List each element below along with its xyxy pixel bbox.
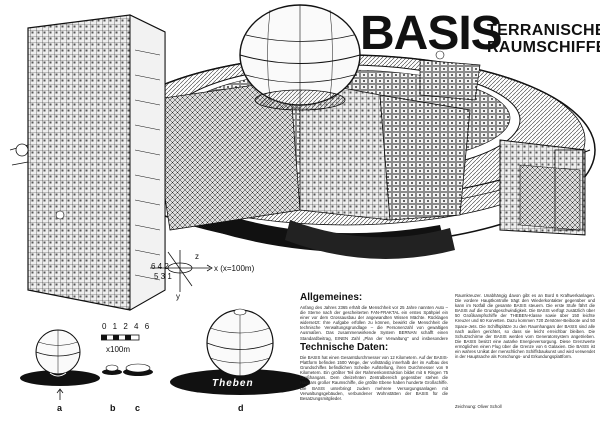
ship-name-label: Theben: [212, 378, 254, 389]
poster-title: BASIS: [360, 7, 503, 60]
tech-heading: Technische Daten:: [300, 342, 389, 353]
comparison-label-a: a: [57, 403, 63, 413]
upper-right-module: [419, 50, 481, 101]
scale-unit: x100m: [106, 345, 131, 354]
axis-y-label: y: [176, 292, 180, 301]
right-dock: [499, 139, 586, 236]
top-sphere: [239, 4, 361, 111]
comparison-ships: [20, 308, 310, 400]
scale-bar: [101, 334, 140, 341]
comparison-label-c: c: [135, 403, 141, 413]
axis-tick-bottom: 5 3 1: [154, 272, 172, 281]
axis-tick-top: 6 4 2: [151, 262, 169, 271]
poster-subtitle: TERRANISCHE RAUMSCHIFFE: [487, 22, 600, 56]
comparison-label-d: d: [238, 403, 244, 413]
left-tower: [9, 14, 166, 311]
tech-text: Die BASIS hat einen Gesamtdurchmesser vo…: [300, 355, 448, 401]
right-text: Raumkreuzer. Unabhängig davon gibt es an…: [455, 293, 595, 360]
axis-x-label: x (x=100m): [214, 264, 255, 273]
axis-z-label: z: [195, 252, 199, 261]
scale-numbers: 0 1 2 4 6: [102, 322, 152, 331]
comparison-label-b: b: [110, 403, 116, 413]
drawing-credit: Zeichnung: Oliver Scholl: [455, 404, 502, 409]
cutaway-section: [149, 79, 471, 231]
subtitle-line-1: TERRANISCHE: [487, 22, 600, 39]
general-text: Anfang des Jahres 2365 erhält die Mensch…: [300, 305, 448, 341]
axis-diagram: [150, 250, 213, 292]
subtitle-line-2: RAUMSCHIFFE: [487, 39, 600, 56]
general-heading: Allgemeines:: [300, 292, 363, 303]
